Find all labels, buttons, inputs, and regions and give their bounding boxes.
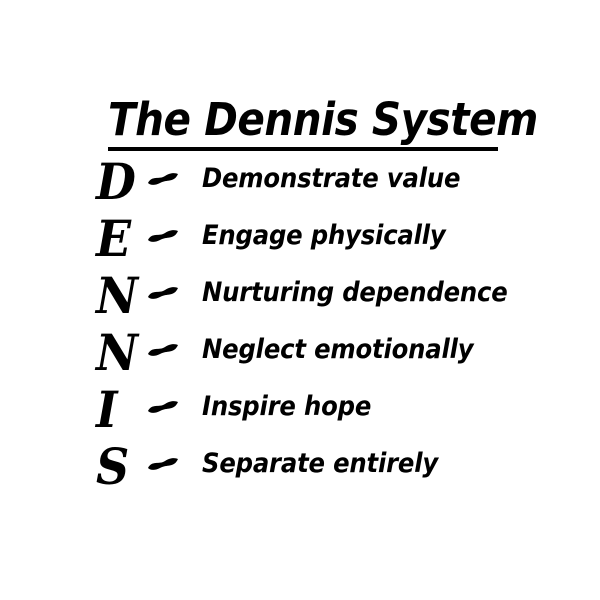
dash-icon bbox=[146, 456, 180, 472]
acrostic-letter: D bbox=[96, 152, 136, 211]
list-item: I Inspire hope bbox=[0, 385, 600, 442]
dash-icon bbox=[146, 228, 180, 244]
list-item: N Nurturing dependence bbox=[0, 271, 600, 328]
dash-icon bbox=[146, 399, 180, 415]
dash-icon bbox=[146, 342, 180, 358]
page-title: The Dennis System bbox=[108, 93, 538, 146]
acrostic-phrase: Demonstrate value bbox=[202, 163, 461, 194]
acrostic-letter: S bbox=[96, 437, 130, 496]
acrostic-letter: N bbox=[96, 323, 139, 382]
title-underline-rule bbox=[108, 147, 498, 151]
title-block: The Dennis System bbox=[108, 93, 538, 151]
acrostic-phrase: Separate entirely bbox=[202, 448, 439, 479]
list-item: E Engage physically bbox=[0, 214, 600, 271]
list-item: S Separate entirely bbox=[0, 442, 600, 499]
acrostic-phrase: Nurturing dependence bbox=[202, 277, 508, 308]
acrostic-letter: I bbox=[96, 380, 118, 439]
acrostic-list: D Demonstrate value E Engage physically … bbox=[0, 157, 600, 499]
list-item: N Neglect emotionally bbox=[0, 328, 600, 385]
acrostic-letter: E bbox=[96, 209, 132, 268]
acrostic-phrase: Inspire hope bbox=[202, 391, 372, 422]
acrostic-phrase: Engage physically bbox=[202, 220, 446, 251]
dash-icon bbox=[146, 171, 180, 187]
list-item: D Demonstrate value bbox=[0, 157, 600, 214]
acrostic-letter: N bbox=[96, 266, 139, 325]
dash-icon bbox=[146, 285, 180, 301]
acrostic-phrase: Neglect emotionally bbox=[202, 334, 474, 365]
